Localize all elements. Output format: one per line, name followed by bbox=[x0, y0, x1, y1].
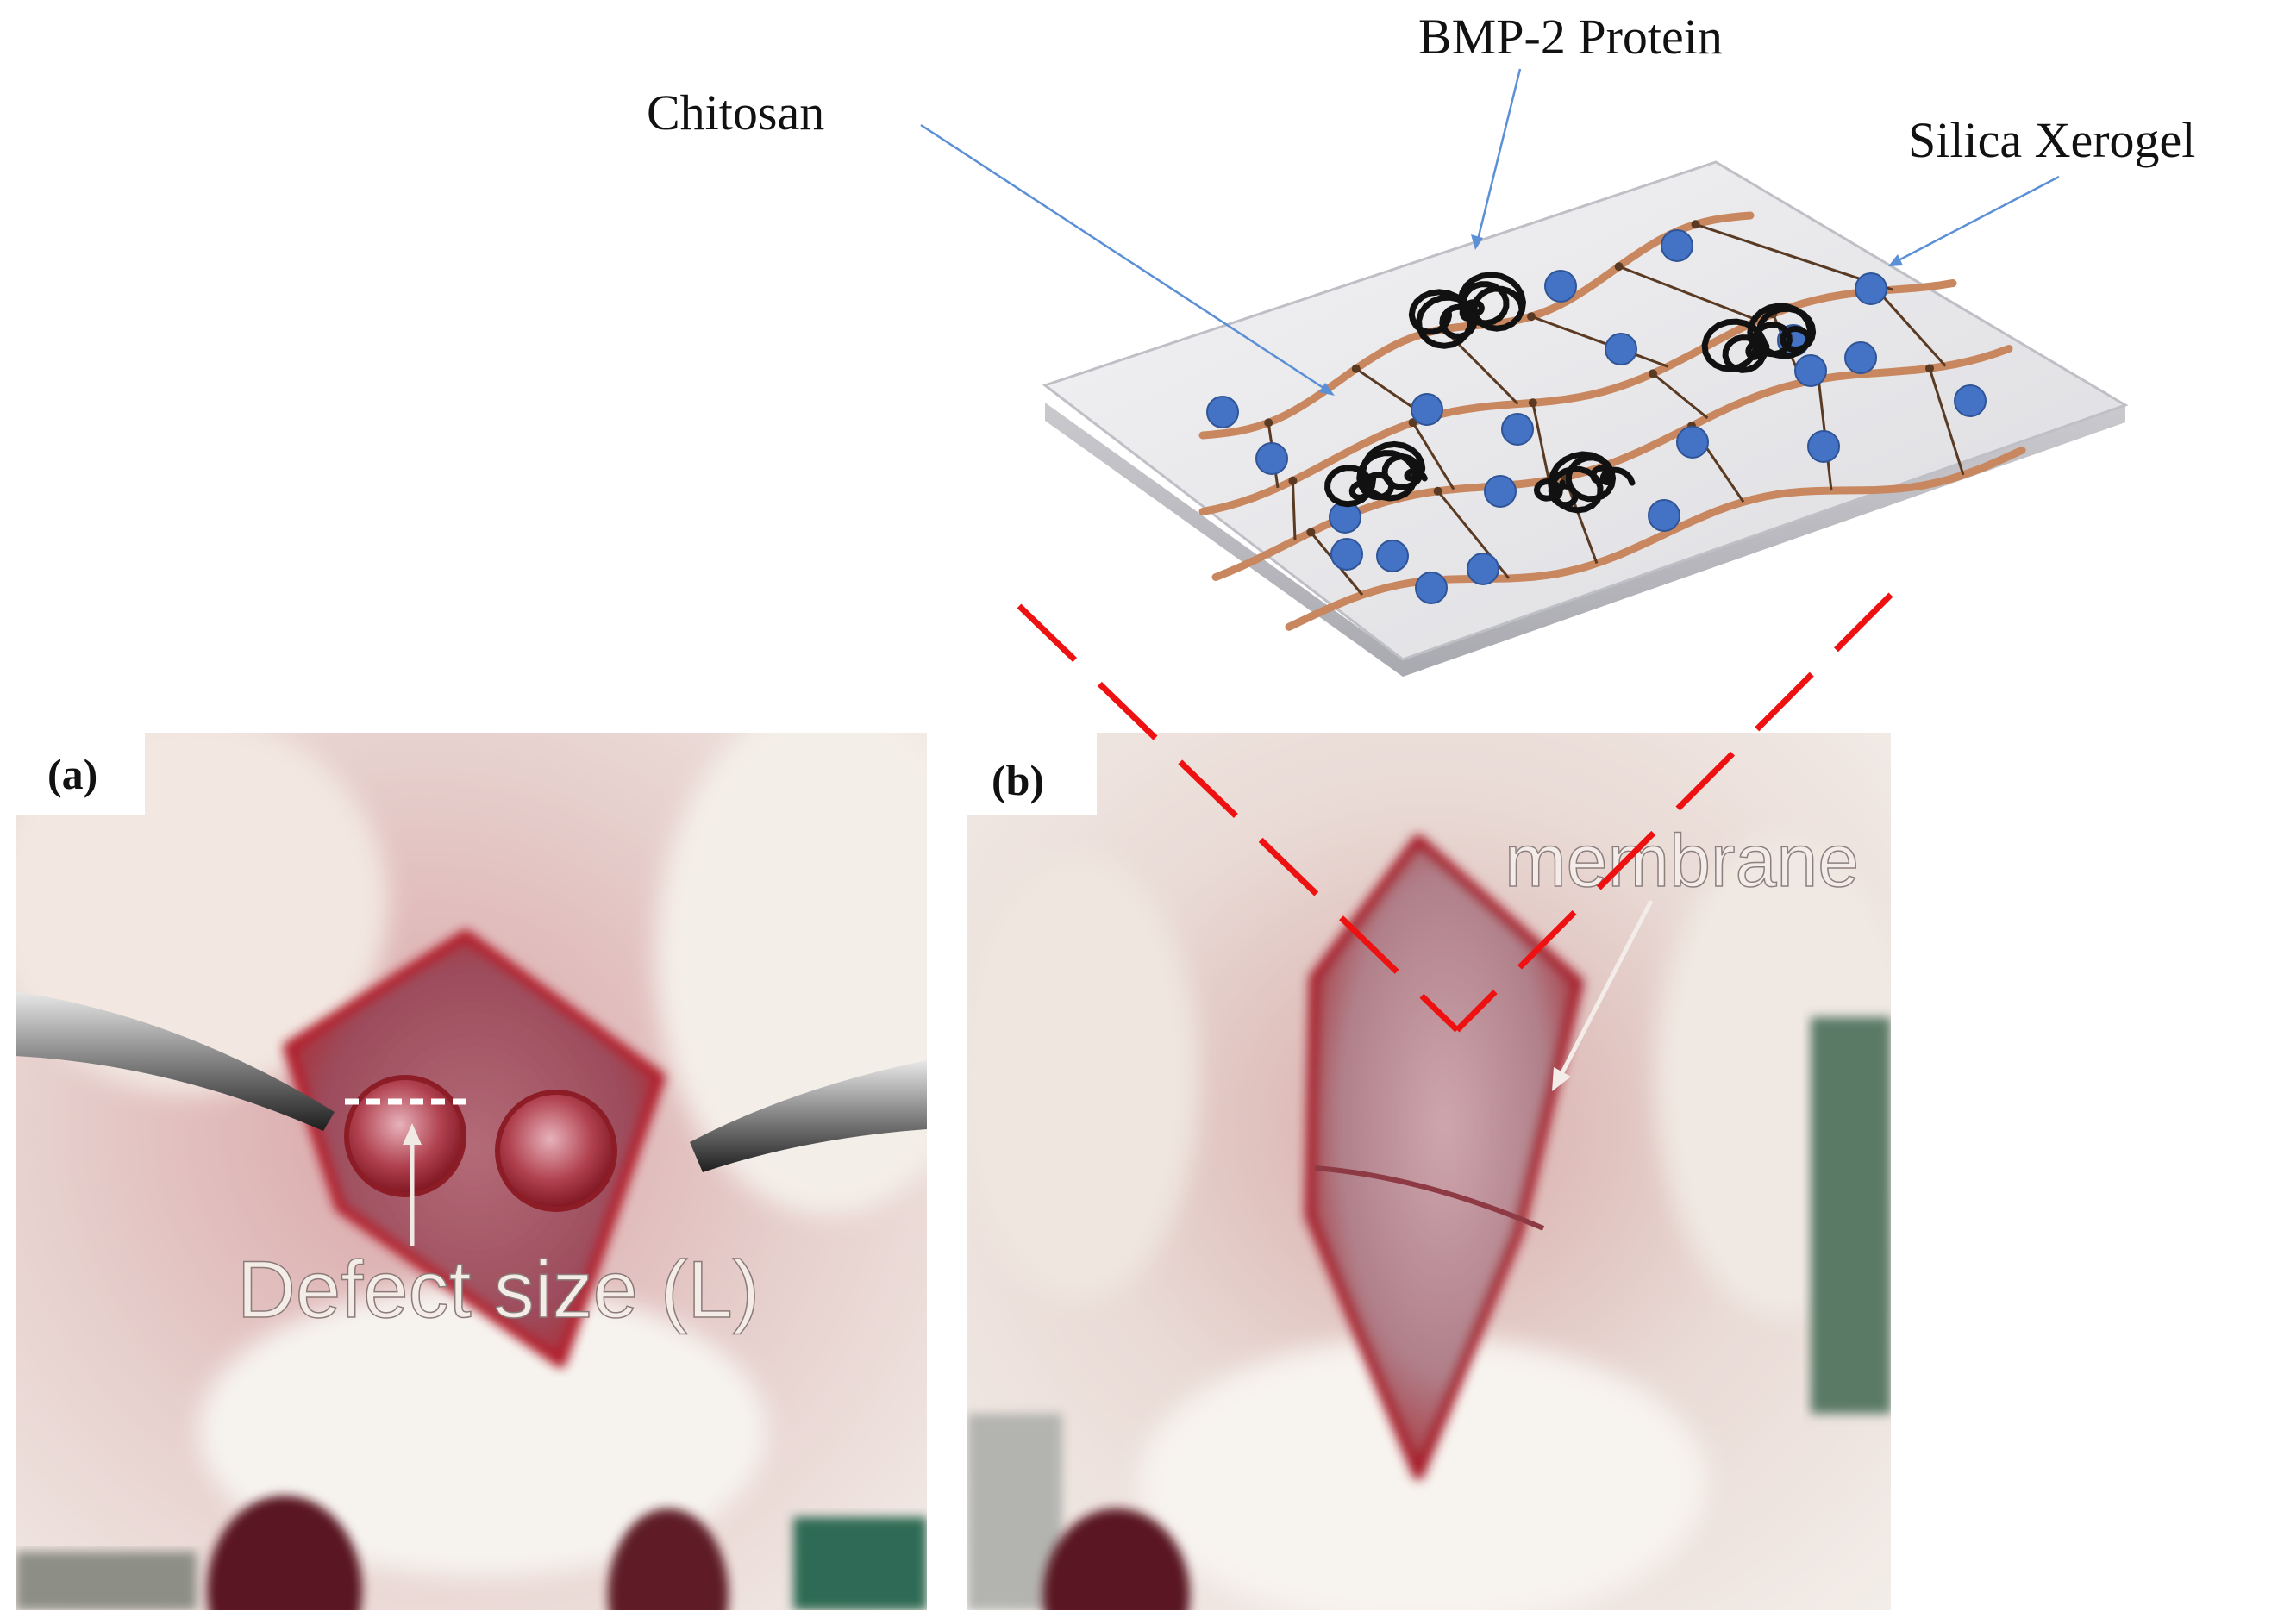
silica-particle-icon bbox=[1648, 499, 1680, 532]
silica-particle-icon bbox=[1844, 341, 1877, 374]
defect-hole-left bbox=[344, 1075, 466, 1197]
defect-pointer-arrowhead bbox=[403, 1123, 422, 1145]
photo-b: membrane bbox=[967, 733, 1891, 1610]
slab-edge bbox=[1045, 403, 2125, 677]
chitosan-strand bbox=[1198, 279, 1957, 515]
silica-particle-icon bbox=[1206, 396, 1239, 428]
crosslink-node bbox=[1288, 476, 1298, 485]
chitosan-arrowhead bbox=[1319, 383, 1335, 396]
forceps-left bbox=[16, 991, 335, 1131]
silica-particle-icon bbox=[1605, 333, 1637, 365]
membrane-annotation: membrane bbox=[1505, 820, 1859, 903]
silica-particle-icon bbox=[1855, 272, 1887, 305]
silica-particle-icon bbox=[1501, 413, 1534, 446]
crosslink-node bbox=[1925, 364, 1934, 373]
silica-particle-icon bbox=[1544, 270, 1577, 303]
crosslink bbox=[1928, 367, 1965, 476]
silica-arrowhead bbox=[1888, 254, 1903, 266]
crosslink bbox=[1411, 422, 1455, 490]
crosslink-node bbox=[1264, 418, 1273, 428]
crosslink bbox=[1531, 402, 1550, 481]
crosslink bbox=[1652, 372, 1709, 420]
silica-particle-icon bbox=[1376, 540, 1409, 572]
membrane-schematic bbox=[1042, 160, 2129, 677]
silica-particle-icon bbox=[1954, 384, 1987, 417]
bmp2-protein-label: BMP-2 Protein bbox=[1418, 9, 1723, 65]
chitosan-label: Chitosan bbox=[647, 84, 824, 141]
bmp2-pointer bbox=[1476, 68, 1522, 240]
silica-particle-icon bbox=[1467, 553, 1499, 585]
silica-pointer bbox=[1896, 175, 2060, 263]
crosslink-node bbox=[1306, 528, 1316, 537]
crosslink-node bbox=[1614, 262, 1624, 272]
bmp2-arrowhead bbox=[1471, 234, 1483, 250]
chitosan-strand bbox=[1285, 446, 2026, 631]
bmp2-protein-coil-icon bbox=[1701, 303, 1817, 373]
wound-b bbox=[1305, 834, 1584, 1480]
forceps-right bbox=[690, 1060, 927, 1172]
label-pointers bbox=[920, 68, 2060, 396]
eye-right bbox=[608, 1508, 729, 1610]
crosslink-node bbox=[1527, 312, 1536, 322]
bmp2-protein-coil-icon bbox=[1408, 272, 1526, 349]
tag-box-b bbox=[967, 733, 1097, 815]
silica-particle-icon bbox=[1661, 229, 1693, 262]
membrane-seam bbox=[1314, 1165, 1545, 1231]
membrane-pointer-arrowhead bbox=[1552, 1067, 1571, 1091]
silica-particle-icon bbox=[1794, 354, 1827, 387]
crosslink-node bbox=[1649, 369, 1657, 378]
crosslink-node bbox=[1691, 220, 1700, 229]
membrane-pointer-arrow bbox=[1556, 899, 1654, 1081]
bmp2-proteins bbox=[1324, 272, 1817, 514]
silica-particle-icon bbox=[1807, 430, 1840, 463]
silica-particles bbox=[1206, 229, 1987, 604]
silica-particle-icon bbox=[1415, 572, 1448, 604]
tag-box-a bbox=[16, 733, 145, 815]
eye-left bbox=[207, 1496, 362, 1610]
silica-particle-icon bbox=[1411, 393, 1443, 426]
panel-tag-b: (b) bbox=[992, 756, 1044, 804]
silica-xerogel-label: Silica Xerogel bbox=[1908, 112, 2195, 168]
zoom-line-left bbox=[1017, 603, 1460, 1033]
crosslink bbox=[1618, 265, 1759, 322]
crosslink bbox=[1291, 480, 1297, 540]
crosslink bbox=[1530, 315, 1668, 368]
silica-particle-icon bbox=[1330, 538, 1363, 571]
wound-a bbox=[283, 929, 666, 1368]
defect-hole-right bbox=[495, 1090, 617, 1212]
crosslink bbox=[1876, 290, 1947, 367]
zoom-indicator bbox=[1017, 592, 1893, 1033]
defect-size-annotation: Defect size (L) bbox=[237, 1244, 760, 1334]
silica-particle-icon bbox=[1676, 426, 1709, 459]
chitosan-pointer bbox=[920, 123, 1327, 391]
crosslink-node bbox=[1433, 486, 1442, 496]
bmp2-protein-coil-icon bbox=[1324, 440, 1428, 508]
eye-left-b bbox=[1043, 1508, 1190, 1610]
panel-tag-a: (a) bbox=[47, 750, 97, 798]
photo-a: Defect size (L) bbox=[16, 733, 927, 1610]
crosslink-node bbox=[1528, 398, 1537, 408]
silica-particle-icon bbox=[1484, 475, 1517, 508]
silica-particle-icon bbox=[1255, 442, 1288, 475]
crosslink-node bbox=[1351, 364, 1361, 373]
zoom-line-right bbox=[1455, 592, 1893, 1033]
bmp2-protein-coil-icon bbox=[1533, 451, 1636, 514]
